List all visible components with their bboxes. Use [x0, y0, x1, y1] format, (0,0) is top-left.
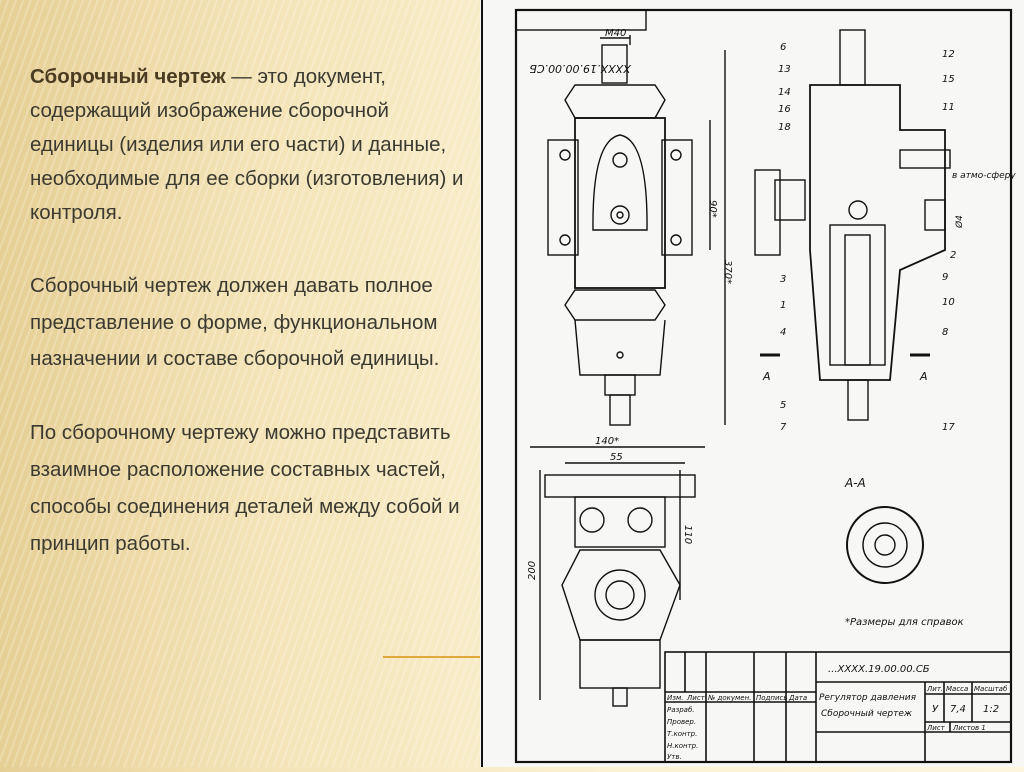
svg-text:370*: 370* — [722, 260, 733, 284]
svg-text:Подпись: Подпись — [756, 694, 788, 702]
svg-text:Лист: Лист — [926, 724, 946, 732]
top-stamp: XXXX.19.00.00.СБ — [515, 9, 647, 75]
svg-text:1: 1 — [780, 300, 786, 311]
usage-paragraph: По сборочному чертежу можно представить … — [30, 420, 460, 555]
svg-text:7: 7 — [780, 422, 787, 433]
svg-text:Регулятор давления: Регулятор давления — [819, 693, 917, 703]
svg-text:6: 6 — [780, 42, 786, 53]
svg-text:*Размеры для справок: *Размеры для справок — [845, 617, 964, 628]
svg-text:15: 15 — [942, 74, 955, 85]
front-view: M40 90* 370* — [547, 28, 733, 426]
svg-text:Провер.: Провер. — [667, 718, 696, 726]
svg-text:110: 110 — [682, 525, 693, 544]
svg-text:140*: 140* — [595, 436, 619, 447]
title-block: Изм.Лист № докумен.Подпись Дата Разраб.П… — [664, 651, 1012, 763]
svg-text:2: 2 — [950, 250, 956, 261]
svg-text:90*: 90* — [707, 200, 718, 218]
svg-text:в атмо-сферу: в атмо-сферу — [952, 171, 1016, 181]
svg-text:...XXXX.19.00.00.СБ: ...XXXX.19.00.00.СБ — [828, 664, 930, 675]
svg-text:55: 55 — [610, 452, 623, 463]
svg-text:Масса: Масса — [946, 685, 968, 693]
svg-text:№ докумен.: № докумен. — [707, 694, 751, 702]
svg-text:Н.контр.: Н.контр. — [667, 742, 698, 750]
bottom-view: 140* 55 110 200 — [527, 436, 705, 707]
svg-text:4: 4 — [780, 327, 786, 338]
svg-text:XXXX.19.00.00.СБ: XXXX.19.00.00.СБ — [529, 62, 631, 75]
svg-text:Сборочный чертеж: Сборочный чертеж — [821, 709, 913, 719]
svg-text:M40: M40 — [605, 28, 626, 39]
term: Сборочный чертеж — [30, 65, 226, 88]
svg-text:7,4: 7,4 — [950, 704, 966, 715]
svg-text:16: 16 — [778, 104, 791, 115]
svg-text:Ø4: Ø4 — [954, 215, 965, 229]
svg-text:Разраб.: Разраб. — [667, 706, 695, 714]
svg-text:У: У — [932, 704, 939, 715]
slide-background — [0, 0, 480, 767]
svg-text:Утв.: Утв. — [667, 753, 682, 761]
definition-text: — это документ, содержащий изображение с… — [30, 65, 464, 224]
svg-text:3: 3 — [780, 274, 786, 285]
svg-text:9: 9 — [942, 272, 948, 283]
svg-text:8: 8 — [942, 327, 948, 338]
svg-text:13: 13 — [778, 64, 791, 75]
slide-text: Сборочный чертеж — это документ, содержа… — [30, 60, 470, 562]
svg-text:17: 17 — [942, 422, 955, 433]
svg-text:Т.контр.: Т.контр. — [667, 730, 697, 738]
svg-text:5: 5 — [780, 400, 786, 411]
svg-text:12: 12 — [942, 49, 955, 60]
svg-text:А: А — [762, 370, 771, 383]
svg-text:1:2: 1:2 — [983, 704, 999, 715]
svg-text:Масштаб: Масштаб — [974, 685, 1008, 693]
svg-text:А-А: А-А — [844, 476, 866, 490]
svg-text:18: 18 — [778, 122, 791, 133]
svg-text:А: А — [919, 370, 928, 383]
svg-text:Листов 1: Листов 1 — [952, 724, 986, 732]
requirements-paragraph: Сборочный чертеж должен давать полное пр… — [30, 274, 440, 370]
accent-line — [383, 656, 480, 658]
svg-text:200: 200 — [527, 561, 538, 580]
svg-text:Лит.: Лит. — [926, 685, 943, 693]
definition-paragraph: Сборочный чертеж — это документ, содержа… — [30, 60, 470, 230]
svg-text:Лист: Лист — [686, 694, 706, 702]
svg-text:10: 10 — [942, 297, 955, 308]
svg-text:Изм.: Изм. — [667, 694, 683, 702]
assembly-drawing: XXXX.19.00.00.СБ M40 90* 370* 140* 55 11… — [480, 0, 1024, 767]
svg-text:14: 14 — [778, 87, 791, 98]
svg-text:11: 11 — [942, 102, 955, 113]
svg-text:Дата: Дата — [788, 694, 807, 702]
